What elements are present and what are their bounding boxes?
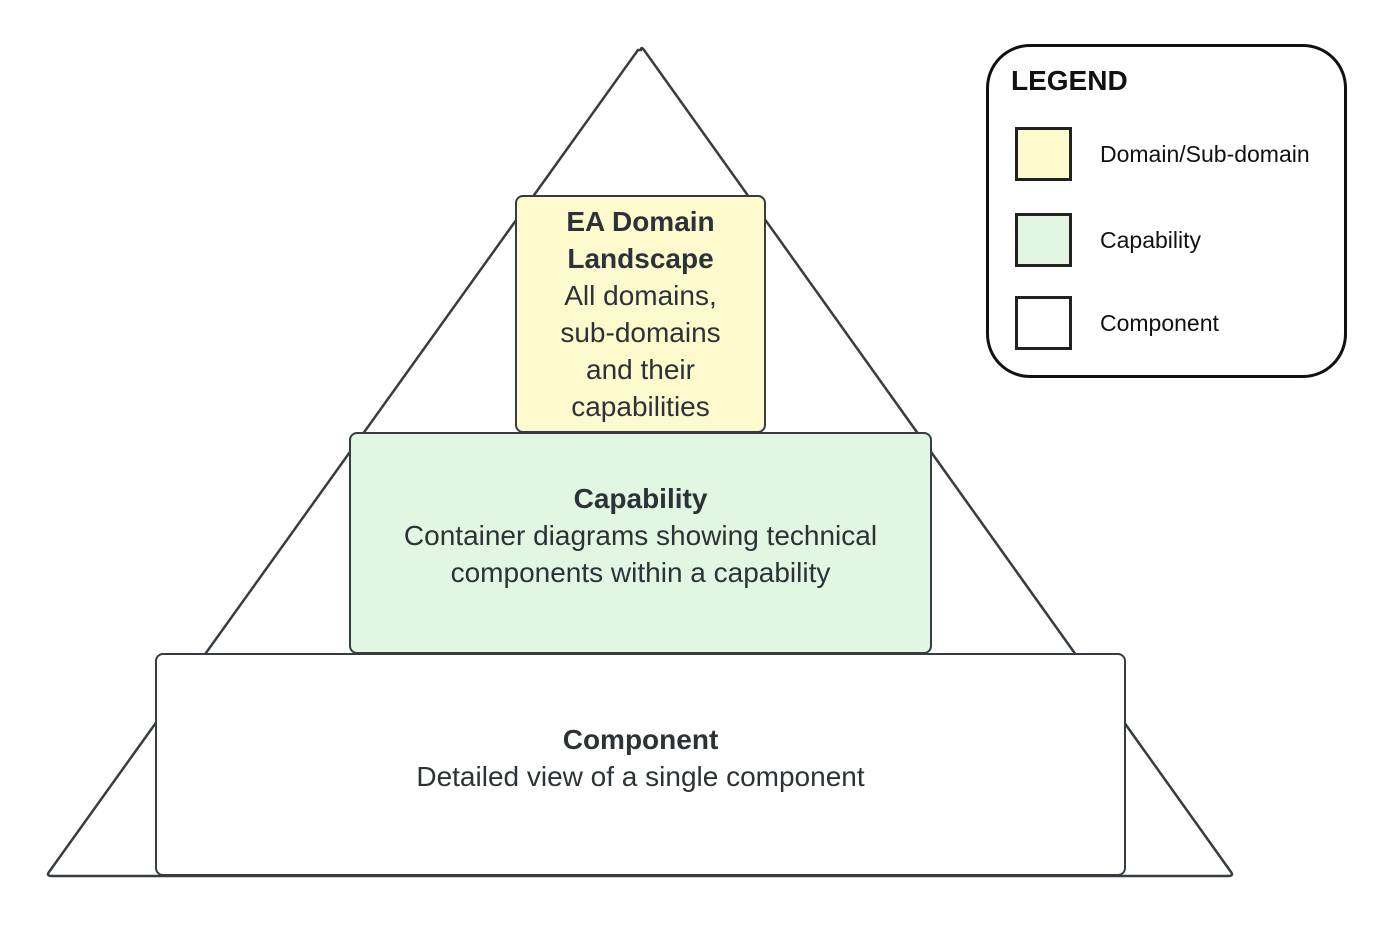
legend-label: Component [1100, 309, 1219, 336]
tier-description: All domains, [564, 280, 717, 311]
tier-title: EA Domain [566, 206, 715, 237]
tier-description: Detailed view of a single component [416, 761, 865, 792]
legend-swatch [1015, 296, 1072, 350]
tier-title: Component [562, 724, 719, 755]
legend-item-component: Component [1015, 296, 1219, 350]
tier-component: Component Detailed view of a single comp… [155, 653, 1126, 876]
legend-item-capability: Capability [1015, 213, 1201, 267]
legend-title: LEGEND [1011, 65, 1128, 96]
tier-description: Container diagrams showing technical [403, 520, 878, 551]
legend-swatch [1015, 213, 1072, 267]
tier-description: sub-domains [560, 317, 721, 348]
tier-title: Landscape [567, 243, 714, 274]
legend-item-domain: Domain/Sub-domain [1015, 127, 1310, 181]
pyramid-triangle [46, 46, 1234, 878]
legend: LEGEND Domain/Sub-domain Capability Comp… [986, 44, 1347, 378]
tier-capability: Capability Container diagrams showing te… [349, 432, 932, 654]
legend-swatch [1015, 127, 1072, 181]
legend-label: Capability [1100, 226, 1201, 253]
tier-description: capabilities [571, 391, 710, 422]
tier-title: Capability [573, 483, 708, 514]
tier-domain-landscape: EA Domain Landscape All domains, sub-dom… [515, 195, 766, 433]
tier-description: components within a capability [450, 557, 831, 588]
tier-description: and their [586, 354, 695, 385]
legend-label: Domain/Sub-domain [1100, 140, 1310, 167]
